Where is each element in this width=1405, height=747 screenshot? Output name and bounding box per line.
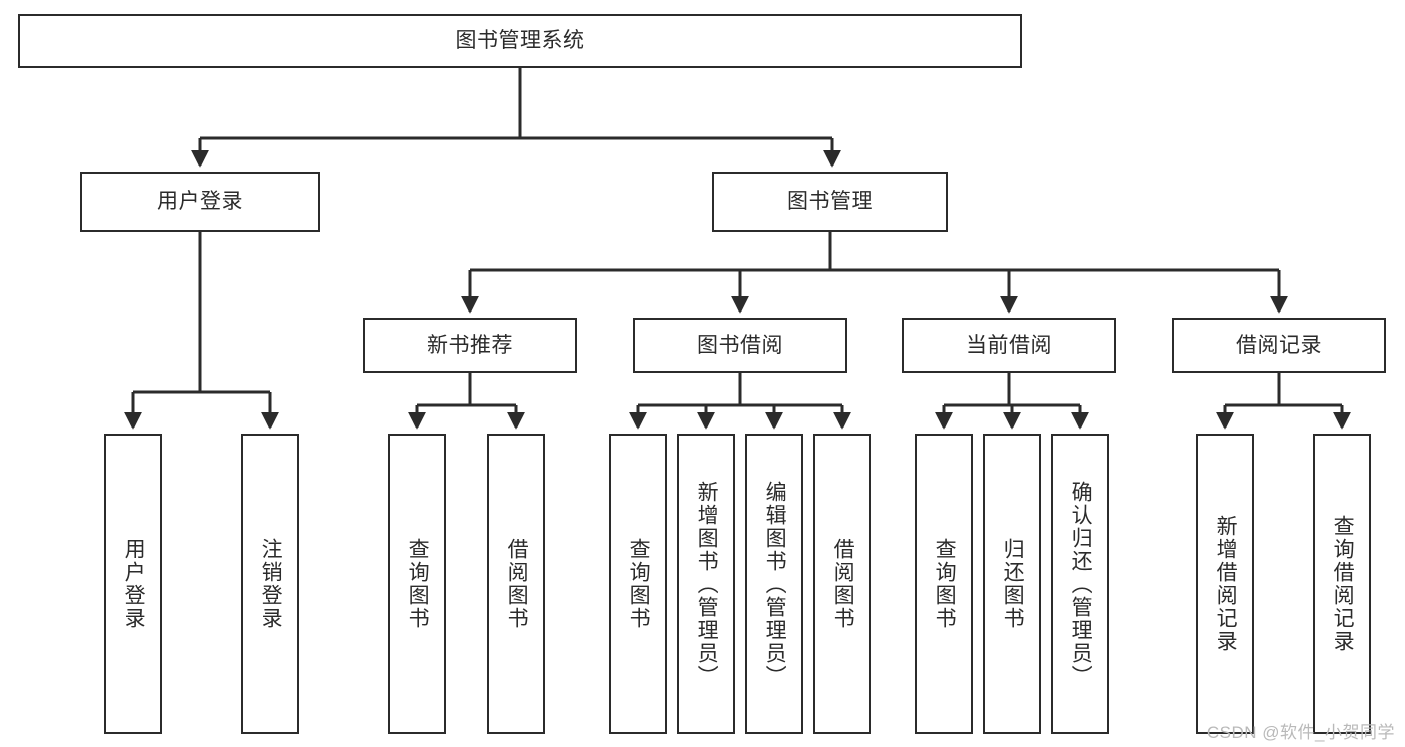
node-root-system-label: 图书管理系统 [455, 29, 585, 53]
node-leaf-add-borrow-record-label: 新增借阅记录 [1214, 515, 1238, 653]
node-leaf-return-book[interactable]: 归还图书 [983, 434, 1041, 734]
node-leaf-query-borrow-record[interactable]: 查询借阅记录 [1313, 434, 1371, 734]
node-leaf-query-book-current-label: 查询图书 [933, 538, 957, 630]
node-leaf-add-book-admin[interactable]: 新增图书（管理员） [677, 434, 735, 734]
node-book-borrow-label: 图书借阅 [697, 333, 783, 357]
node-current-borrow[interactable]: 当前借阅 [902, 318, 1116, 373]
node-leaf-borrow-book-recommend[interactable]: 借阅图书 [487, 434, 545, 734]
node-leaf-return-book-label: 归还图书 [1001, 538, 1025, 630]
node-leaf-query-book-current[interactable]: 查询图书 [915, 434, 973, 734]
node-user-login-label: 用户登录 [157, 190, 243, 214]
node-leaf-logout[interactable]: 注销登录 [241, 434, 299, 734]
node-leaf-user-login-label: 用户登录 [122, 538, 146, 630]
node-leaf-edit-book-admin[interactable]: 编辑图书（管理员） [745, 434, 803, 734]
node-leaf-add-borrow-record[interactable]: 新增借阅记录 [1196, 434, 1254, 734]
node-leaf-query-book-borrow-label: 查询图书 [627, 538, 651, 630]
node-leaf-user-login[interactable]: 用户登录 [104, 434, 162, 734]
node-user-login[interactable]: 用户登录 [80, 172, 320, 232]
node-leaf-confirm-return-admin-label: 确认归还（管理员） [1069, 480, 1093, 688]
node-leaf-query-borrow-record-label: 查询借阅记录 [1331, 515, 1355, 653]
node-leaf-borrow-book-recommend-label: 借阅图书 [505, 538, 529, 630]
node-book-borrow[interactable]: 图书借阅 [633, 318, 847, 373]
node-current-borrow-label: 当前借阅 [966, 333, 1052, 357]
node-borrow-records[interactable]: 借阅记录 [1172, 318, 1386, 373]
node-book-management-label: 图书管理 [787, 190, 873, 214]
node-leaf-logout-label: 注销登录 [259, 538, 283, 630]
node-leaf-query-book-recommend-label: 查询图书 [406, 538, 430, 630]
node-leaf-add-book-admin-label: 新增图书（管理员） [695, 480, 719, 688]
node-leaf-query-book-borrow[interactable]: 查询图书 [609, 434, 667, 734]
node-leaf-borrow-book-label: 借阅图书 [831, 538, 855, 630]
node-new-book-recommend[interactable]: 新书推荐 [363, 318, 577, 373]
node-leaf-confirm-return-admin[interactable]: 确认归还（管理员） [1051, 434, 1109, 734]
node-leaf-borrow-book[interactable]: 借阅图书 [813, 434, 871, 734]
node-leaf-query-book-recommend[interactable]: 查询图书 [388, 434, 446, 734]
node-leaf-edit-book-admin-label: 编辑图书（管理员） [763, 480, 787, 688]
node-borrow-records-label: 借阅记录 [1236, 333, 1322, 357]
node-book-management[interactable]: 图书管理 [712, 172, 948, 232]
node-new-book-recommend-label: 新书推荐 [427, 333, 513, 357]
node-root-system[interactable]: 图书管理系统 [18, 14, 1022, 68]
